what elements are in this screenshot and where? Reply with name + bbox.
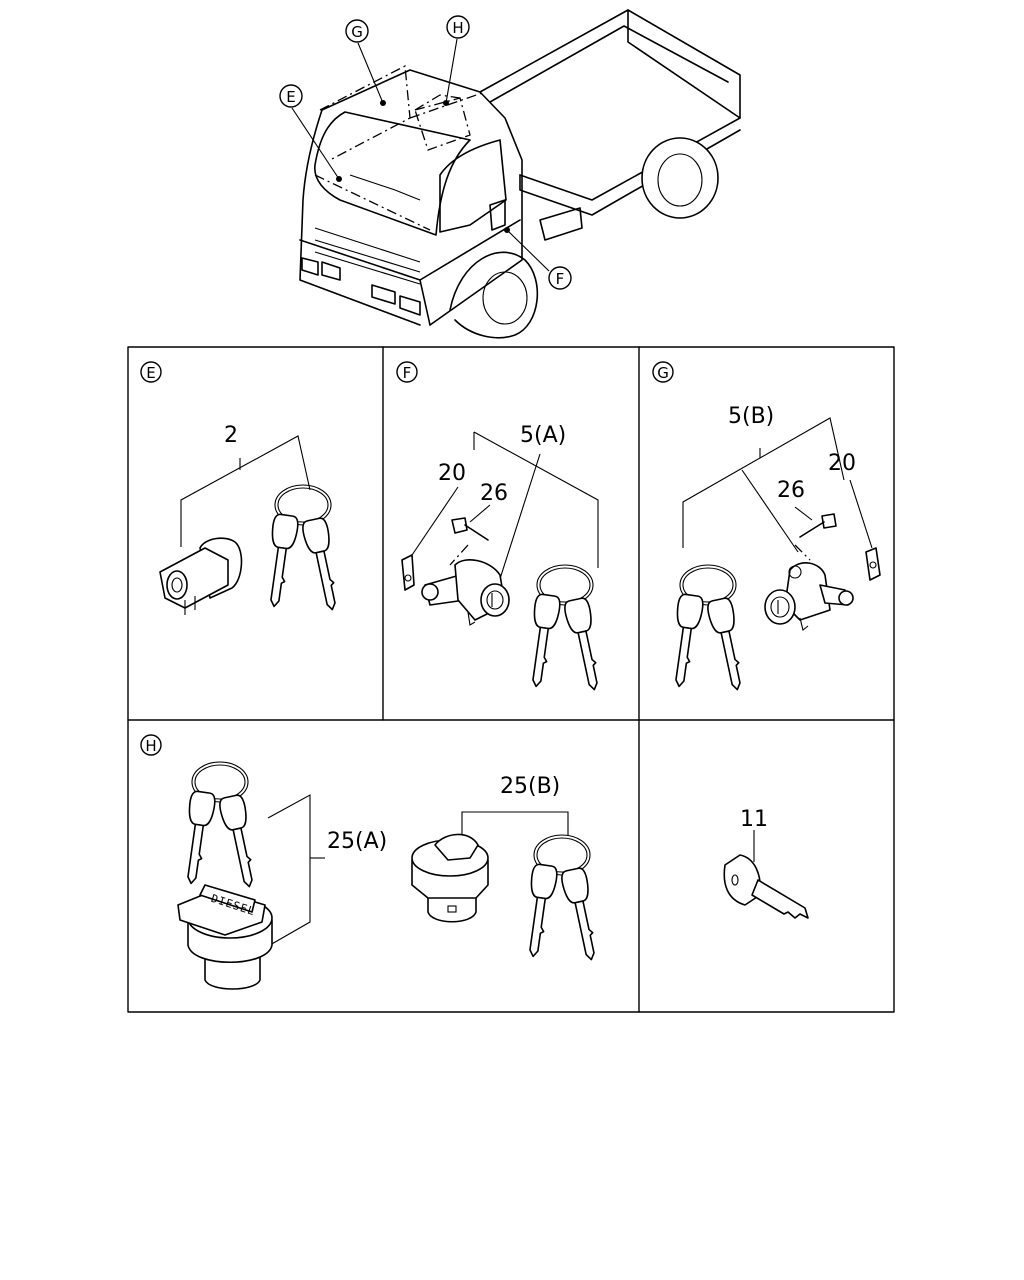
- part-number-26: 26: [777, 478, 805, 503]
- panel-g: G 5(B) 20 26: [652, 361, 881, 692]
- svg-text:H: H: [452, 19, 463, 37]
- door-lock-cylinder-g: [764, 562, 854, 631]
- blank-key: [723, 854, 809, 919]
- part-number-25b: 25(B): [500, 774, 560, 799]
- part-number-26: 26: [480, 481, 508, 506]
- part-number-25a: 25(A): [327, 829, 387, 854]
- part-number-11: 11: [740, 807, 768, 832]
- svg-text:G: G: [657, 364, 669, 382]
- panel-key: 11: [723, 807, 809, 919]
- svg-text:E: E: [146, 364, 155, 382]
- svg-text:E: E: [286, 88, 295, 106]
- panel-h: H 25(A) 25(B) DIESEL: [140, 734, 603, 990]
- part-number-5b: 5(B): [728, 404, 774, 429]
- svg-text:H: H: [145, 737, 156, 755]
- door-lock-cylinder-f: [421, 559, 510, 626]
- callout-f: F: [548, 266, 572, 290]
- callout-g: G: [345, 19, 369, 43]
- callout-h: H: [446, 15, 470, 39]
- truck-illustration: [291, 9, 741, 339]
- part-number-20: 20: [438, 461, 466, 486]
- part-number-2: 2: [224, 423, 238, 448]
- ignition-cylinder: [159, 537, 243, 615]
- panel-grid: [127, 346, 895, 1013]
- panel-e: E 2: [140, 361, 344, 615]
- svg-text:G: G: [351, 23, 363, 41]
- fuel-cap-b: [411, 833, 489, 923]
- svg-text:F: F: [556, 270, 565, 288]
- diesel-fuel-cap: DIESEL: [177, 884, 273, 990]
- svg-text:F: F: [403, 364, 412, 382]
- callout-e: E: [279, 84, 303, 108]
- panel-f: F 5(A) 20 26: [396, 361, 606, 692]
- part-number-5a: 5(A): [520, 423, 566, 448]
